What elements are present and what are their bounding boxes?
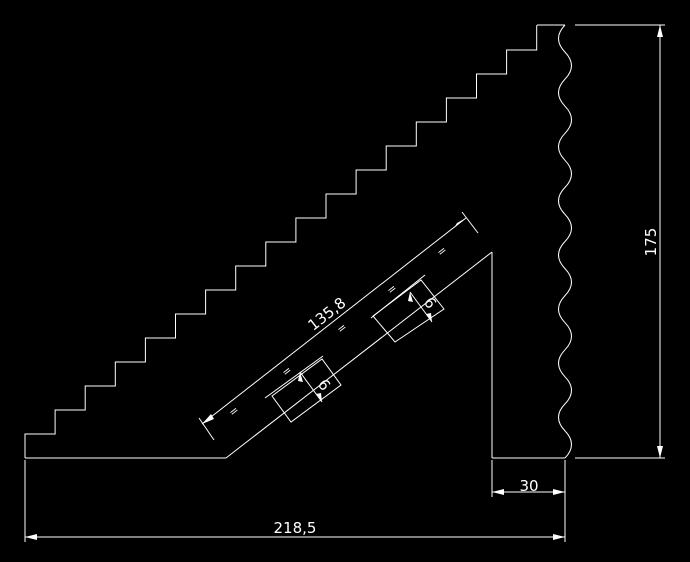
staircase-edge	[24, 24, 538, 458]
dimension-slot-width-left-label: 6	[314, 376, 334, 395]
equal-mark-3: =	[334, 320, 349, 336]
dimension-slot-width-right: 6	[408, 291, 440, 323]
dimension-total-width-label: 218,5	[274, 519, 317, 537]
dimension-base-width: 30	[491, 460, 566, 497]
scalloped-edge	[558, 24, 572, 459]
dimension-height-label: 175	[642, 228, 660, 257]
dimension-base-width-label: 30	[519, 477, 538, 495]
equal-marks: = = = = =	[226, 243, 449, 419]
equal-mark-2: =	[279, 363, 294, 379]
inner-diagonal-edge	[225, 251, 493, 459]
slot-left	[271, 358, 342, 423]
slot-right	[372, 279, 445, 343]
equal-mark-4: =	[384, 281, 399, 297]
equal-mark-5: =	[434, 243, 449, 259]
dimension-height: 175	[575, 24, 665, 459]
dimension-total-width: 218,5	[24, 460, 566, 542]
equal-mark-1: =	[226, 403, 241, 419]
